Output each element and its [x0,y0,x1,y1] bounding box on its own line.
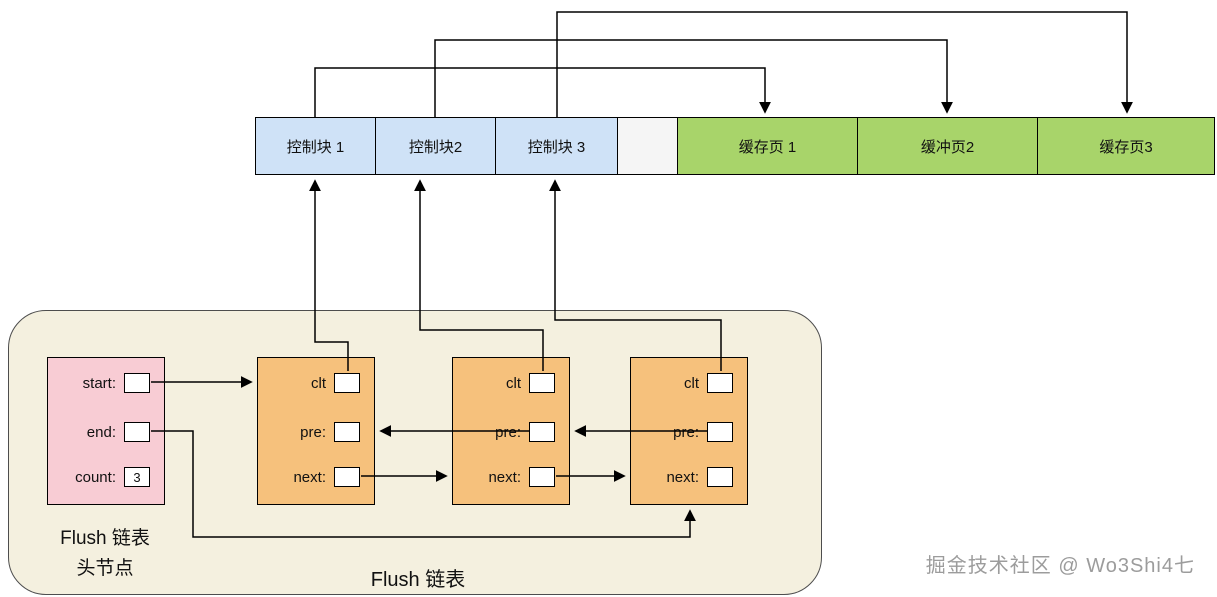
node2-clt-pointer-slot [529,373,555,393]
buffer-spacer [617,117,678,175]
node3-field-next: next: [631,466,747,488]
node1-pre-pointer-slot [334,422,360,442]
node3-clt-pointer-slot [707,373,733,393]
head-start-label: start: [82,374,116,392]
node1-clt-label: clt [311,374,326,392]
node3-next-label: next: [666,468,699,486]
control-block-2: 控制块2 [375,117,496,175]
head-end-pointer-slot [124,422,150,442]
node2-pre-label: pre: [495,423,521,441]
node2-pre-pointer-slot [529,422,555,442]
node2-field-pre: pre: [453,421,569,443]
node3-field-pre: pre: [631,421,747,443]
cache-page-1: 缓存页 1 [677,117,858,175]
node1-next-pointer-slot [334,467,360,487]
head-count-label: count: [75,468,116,486]
node1-field-pre: pre: [258,421,374,443]
head-field-end: end: [48,421,164,443]
control-block-2-label: 控制块2 [408,138,463,156]
node1-clt-pointer-slot [334,373,360,393]
cache-page-3: 缓存页3 [1037,117,1215,175]
node2-clt-label: clt [506,374,521,392]
control-block-3-label: 控制块 3 [527,138,586,156]
flush-list-caption: Flush 链表 [370,569,466,591]
node3-clt-label: clt [684,374,699,392]
watermark: 掘金技术社区 @ Wo3Shi4七 [925,555,1195,577]
control-block-1-label: 控制块 1 [286,138,345,156]
head-count-value-slot: 3 [124,467,150,487]
head-field-start: start: [48,372,164,394]
head-node-caption-line2: 头节点 [76,558,134,579]
arrow-control3-to-page3 [556,11,1133,117]
cache-page-2-label: 缓冲页2 [920,138,975,156]
node3-pre-pointer-slot [707,422,733,442]
cache-page-3-label: 缓存页3 [1099,138,1153,156]
node1-next-label: next: [293,468,326,486]
flush-head-node: start: end: count: 3 [47,357,165,505]
node1-field-next: next: [258,466,374,488]
cache-page-2: 缓冲页2 [857,117,1038,175]
flush-node-2: clt pre: next: [452,357,570,505]
node2-field-clt: clt [453,372,569,394]
head-field-count: count: 3 [48,466,164,488]
node3-pre-label: pre: [673,423,699,441]
node3-next-pointer-slot [707,467,733,487]
head-start-pointer-slot [124,373,150,393]
node1-field-clt: clt [258,372,374,394]
flush-node-3: clt pre: next: [630,357,748,505]
node1-pre-label: pre: [300,423,326,441]
flush-node-1: clt pre: next: [257,357,375,505]
head-end-label: end: [86,423,116,441]
node3-field-clt: clt [631,372,747,394]
arrow-control2-to-page2 [434,39,953,117]
control-block-1: 控制块 1 [255,117,376,175]
node2-field-next: next: [453,466,569,488]
head-node-caption-line1: Flush 链表 [60,528,150,549]
arrow-control1-to-page1 [314,67,771,117]
control-block-3: 控制块 3 [495,117,618,175]
cache-page-1-label: 缓存页 1 [738,138,797,156]
node2-next-label: next: [488,468,521,486]
node2-next-pointer-slot [529,467,555,487]
